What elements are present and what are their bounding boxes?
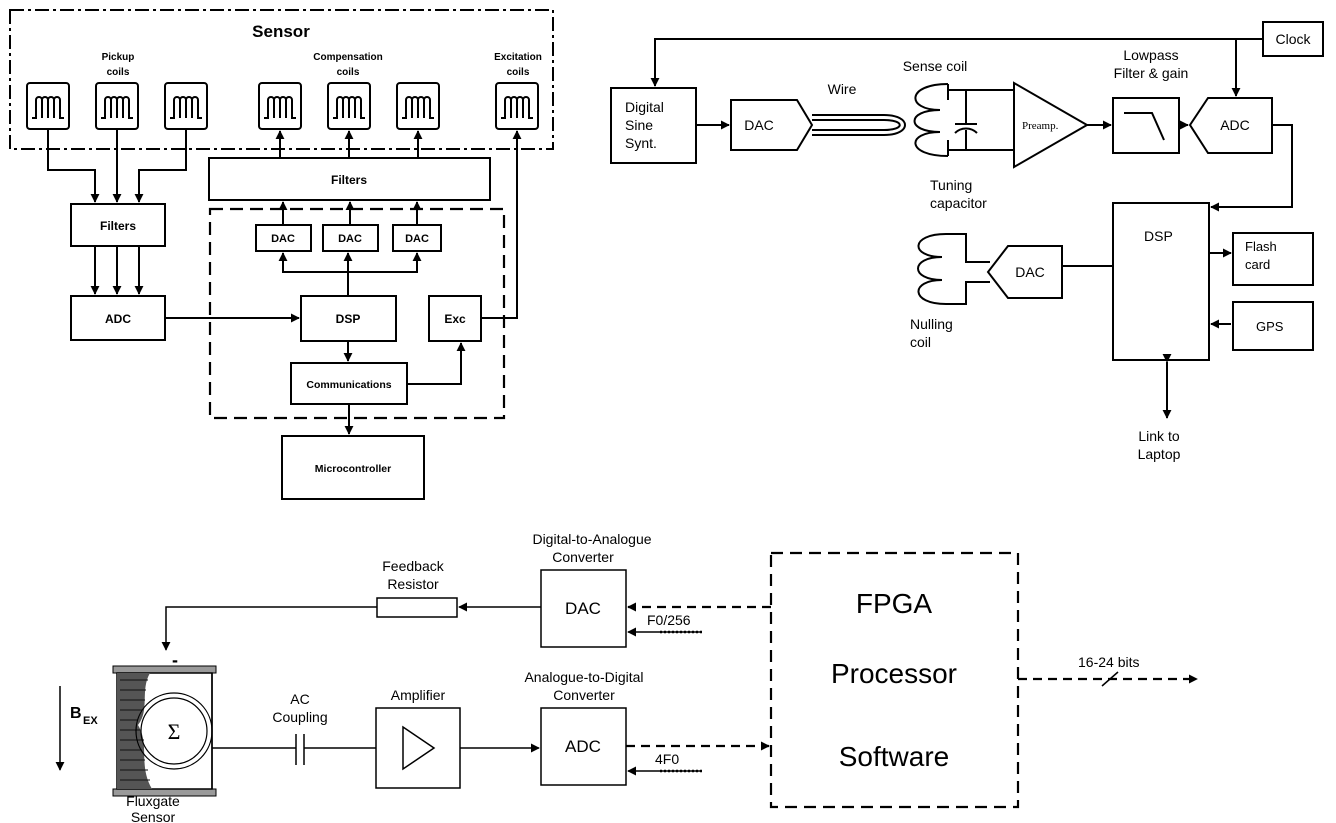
excitation-label-1: Excitation [494, 52, 542, 63]
amplifier-box [375, 707, 461, 789]
microcontroller-box [281, 435, 425, 500]
nulling-label-1: Nulling [910, 316, 953, 332]
pickup-coils [26, 82, 208, 130]
sensor-boundary [9, 9, 554, 150]
sense-coil-symbol [913, 83, 949, 157]
adc-label-b: ADC [1220, 117, 1250, 133]
lowpass-curve [1124, 112, 1165, 141]
dac-label-a2: DAC [338, 233, 362, 245]
nulling-label-2: coil [910, 334, 931, 350]
pickup-label-1: Pickup [102, 52, 135, 63]
dac-tx-label: DAC [744, 117, 774, 133]
panel-a-labels: Sensor Pickup coils Compensation coils E… [100, 22, 542, 475]
minus-sign: - [172, 650, 178, 670]
panel-b-labels: Clock Digital Sine Synt. DAC Wire Sense … [625, 31, 1311, 462]
dsp-label-b: DSP [1144, 228, 1173, 244]
digital-sine-label-1: Digital [625, 99, 664, 115]
panel-c-labels: Digital-to-Analogue Converter DAC F0/256… [70, 531, 1139, 823]
adc-title-1: Analogue-to-Digital [524, 669, 643, 685]
gps-box [1232, 301, 1314, 351]
clock-label: Clock [1275, 31, 1311, 47]
f0-256-label: F0/256 [647, 612, 691, 628]
tuning-label-1: Tuning [930, 177, 972, 193]
exc-label: Exc [444, 312, 466, 326]
wire-loop [812, 114, 906, 136]
fpga-label-1: FPGA [856, 588, 933, 619]
amplifier-triangle [402, 725, 436, 771]
adc-title-2: Converter [553, 687, 615, 703]
dac-tx-box [730, 99, 814, 151]
ac-coupling-capacitor [295, 734, 305, 765]
sense-coil-wiring [948, 89, 1014, 151]
sensor-title: Sensor [252, 22, 310, 41]
lowpass-label-2: Filter & gain [1114, 65, 1189, 81]
tuning-capacitor-symbol [954, 90, 978, 150]
compensation-coils [258, 82, 440, 130]
adc-label-a: ADC [105, 312, 131, 326]
lowpass-label-1: Lowpass [1123, 47, 1178, 63]
electronics-boundary [208, 207, 506, 420]
dac-null-label: DAC [1015, 264, 1045, 280]
fpga-label-3: Software [839, 741, 950, 772]
fluxgate-label-2: Sensor [131, 809, 176, 823]
feedback-label-1: Feedback [382, 558, 444, 574]
microcontroller-label: Microcontroller [315, 463, 391, 475]
digital-sine-label-3: Synt. [625, 135, 657, 151]
bex-label: B [70, 705, 82, 722]
panel-b-connections [650, 38, 1293, 419]
f4-label: 4F0 [655, 751, 679, 767]
lowpass-box [1112, 97, 1180, 154]
dac-label-a1: DAC [271, 233, 295, 245]
feedback-label-2: Resistor [387, 576, 439, 592]
pickup-label-2: coils [107, 67, 130, 78]
adc-box-b [1188, 97, 1273, 154]
amplifier-label: Amplifier [391, 687, 446, 703]
panel-a [9, 9, 554, 500]
filters-left-label: Filters [100, 219, 136, 233]
fpga-label-2: Processor [831, 658, 957, 689]
filters-top-label: Filters [331, 173, 367, 187]
fpga-box [769, 551, 1020, 809]
dac-title-1: Digital-to-Analogue [532, 531, 651, 547]
gps-label: GPS [1256, 319, 1284, 334]
dac-title-2: Converter [552, 549, 614, 565]
panel-b [610, 21, 1324, 419]
excitation-label-2: coils [507, 67, 530, 78]
flash-label-2: card [1245, 257, 1270, 272]
dsp-label-a: DSP [336, 312, 361, 326]
flash-label-1: Flash [1245, 239, 1277, 254]
communications-label: Communications [306, 379, 391, 391]
compensation-label-2: coils [337, 67, 360, 78]
dac-label-c: DAC [565, 599, 601, 618]
panel-a-connections [47, 129, 522, 435]
ac-label-1: AC [290, 691, 309, 707]
bex-subscript: EX [83, 715, 98, 727]
flash-card-box [1232, 232, 1314, 286]
dac-box-c [540, 569, 627, 648]
fluxgate-sensor [112, 665, 217, 797]
link-label-2: Laptop [1138, 446, 1181, 462]
fluxgate-label-1: Fluxgate [126, 793, 180, 809]
tuning-label-2: capacitor [930, 195, 987, 211]
feedback-resistor [376, 597, 458, 618]
link-label-1: Link to [1138, 428, 1179, 444]
preamp-triangle [1013, 81, 1090, 169]
sense-coil-label: Sense coil [903, 58, 968, 74]
panel-c [55, 551, 1198, 809]
dac-null-box [986, 245, 1063, 299]
dsp-box-b [1112, 202, 1210, 361]
nulling-coil-symbol [917, 233, 990, 305]
digital-sine-label-2: Sine [625, 117, 653, 133]
panel-c-connections [55, 602, 1198, 776]
compensation-label-1: Compensation [313, 52, 382, 63]
excitation-coil [495, 82, 539, 130]
preamp-label: Preamp. [1022, 120, 1059, 132]
wire-label: Wire [828, 81, 857, 97]
dac-label-a3: DAC [405, 233, 429, 245]
bits-label: 16-24 bits [1078, 654, 1139, 670]
sigma-symbol: Σ [168, 719, 181, 744]
ac-label-2: Coupling [272, 709, 327, 725]
adc-label-c: ADC [565, 737, 601, 756]
